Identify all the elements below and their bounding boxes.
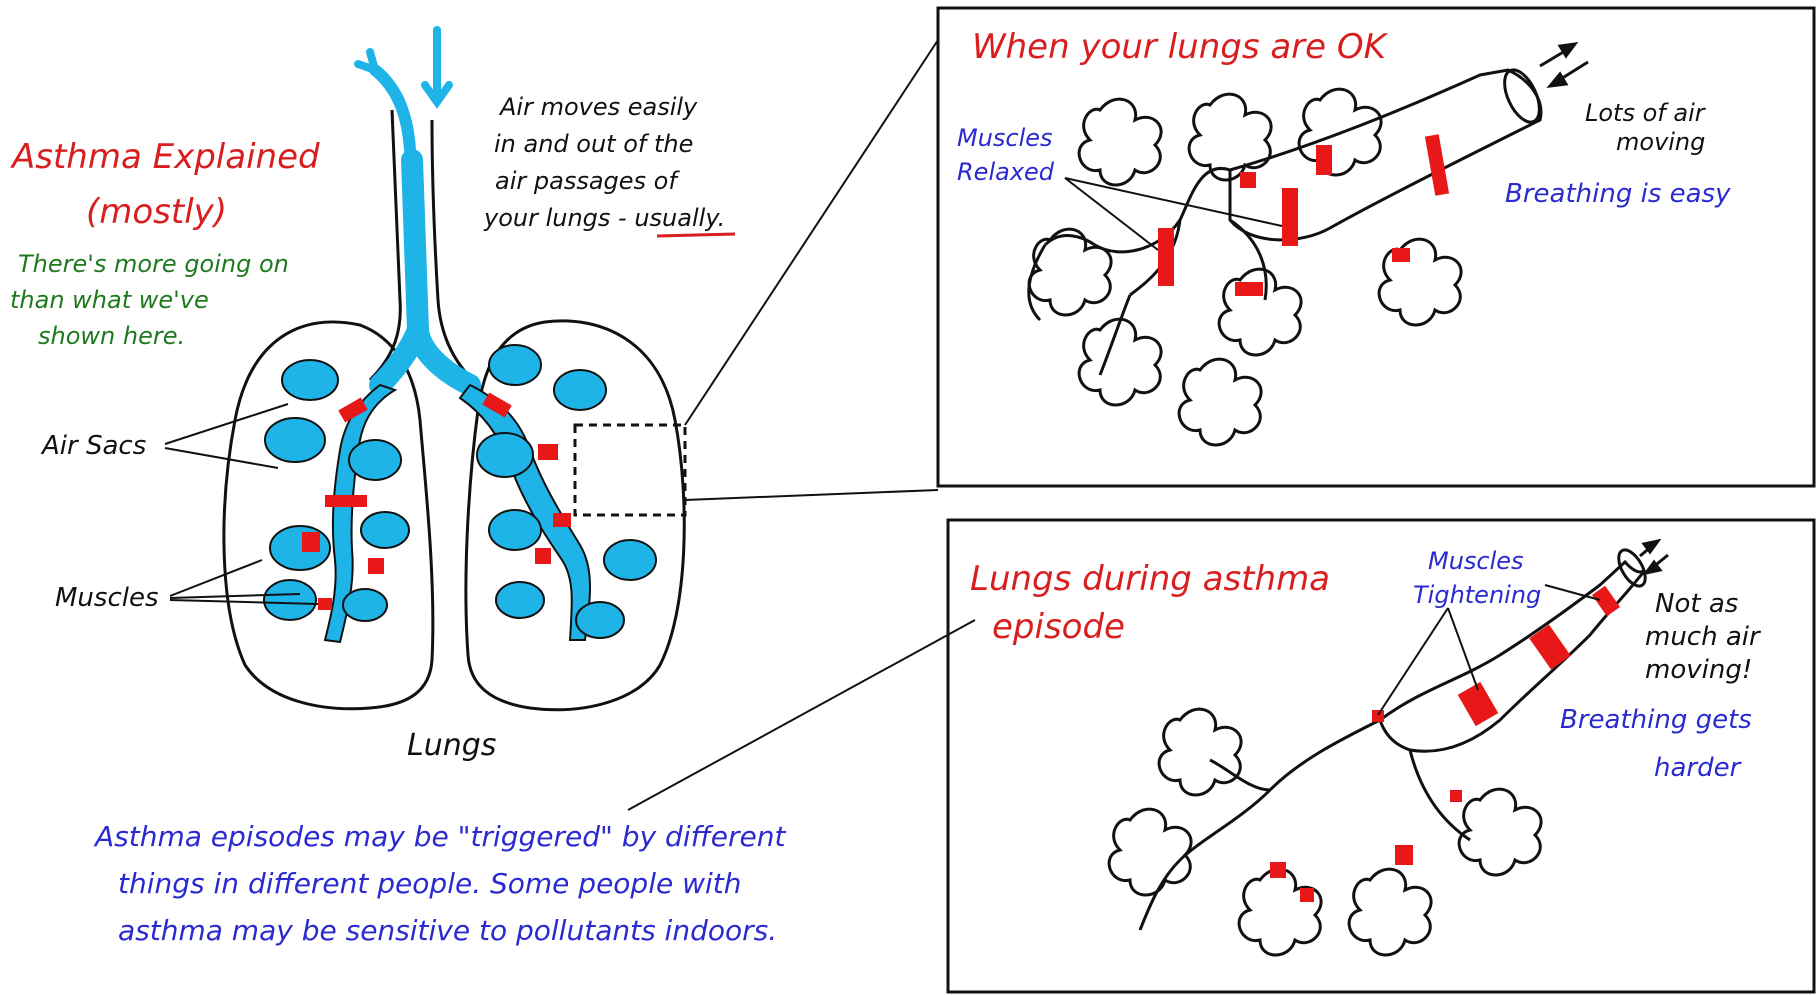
air-note-text: Air moves easily in and out of the air p… [483, 93, 735, 236]
air-note-line4-suffix: . [718, 204, 726, 232]
panel-asthma-air-line3: moving! [1645, 655, 1752, 685]
label-lungs: Lungs [407, 728, 496, 763]
air-note-line3: air passages of [495, 167, 680, 195]
air-note-line2: in and out of the [494, 130, 693, 158]
panel-ok-muscles-line2: Relaxed [957, 158, 1055, 186]
panel-asthma-muscles-line2: Tightening [1413, 581, 1541, 609]
label-air-sacs: Air Sacs [40, 431, 146, 461]
note-line2: than what we've [10, 286, 209, 314]
air-note-line4-prefix: your lungs - [483, 204, 634, 232]
zoom-line-top [685, 40, 938, 425]
air-note-line4: your lungs - usually. [483, 204, 725, 232]
panel-asthma-muscles-line1: Muscles [1428, 547, 1524, 575]
panel-ok-breathing: Breathing is easy [1505, 179, 1731, 209]
note-line3: shown here. [38, 322, 185, 350]
air-out-arrow [358, 52, 375, 70]
note-line1: There's more going on [18, 250, 289, 278]
panel-asthma-air-line2: much air [1645, 622, 1762, 652]
panel-asthma-air-line1: Not as [1655, 589, 1738, 619]
air-in-arrow [425, 30, 449, 102]
asthma-muscle-bands [1270, 586, 1620, 902]
label-muscles: Muscles [55, 583, 159, 613]
panel-asthma-title-line1: Lungs during asthma [970, 559, 1330, 599]
panel-ok-frame [938, 8, 1814, 486]
panel-ok-muscles-line1: Muscles [957, 124, 1053, 152]
usually-underline [657, 234, 735, 236]
trachea-air [380, 160, 470, 385]
triggers-line2: things in different people. Some people … [118, 867, 742, 900]
triggers-line1: Asthma episodes may be "triggered" by di… [93, 820, 787, 853]
title-line1: Asthma Explained [10, 137, 320, 177]
title-text: Asthma Explained (mostly) [10, 137, 320, 232]
air-note-emphasis: usually [634, 204, 720, 232]
triggers-text: Asthma episodes may be "triggered" by di… [93, 820, 787, 947]
asthma-airway [1109, 546, 1651, 955]
zoom-box [575, 425, 685, 515]
note-text: There's more going on than what we've sh… [10, 250, 289, 350]
triggers-line3: asthma may be sensitive to pollutants in… [118, 914, 777, 947]
air-note-line1: Air moves easily [498, 93, 698, 121]
panel-asthma-title-line2: episode [992, 607, 1125, 647]
panel-ok-title: When your lungs are OK [972, 27, 1389, 67]
title-line2: (mostly) [86, 192, 227, 232]
ok-air-arrows [1540, 44, 1588, 86]
panel-asthma-breathing-line1: Breathing gets [1560, 705, 1752, 735]
ok-airway [1029, 65, 1547, 445]
panel-asthma-breathing-line2: harder [1654, 753, 1743, 783]
right-bronchial-tree [460, 345, 656, 640]
panel-ok-air-line1: Lots of air [1585, 99, 1707, 127]
zoom-line-bottom [685, 490, 938, 500]
trigger-leader-line [628, 620, 975, 810]
ok-muscle-bands [1158, 134, 1449, 296]
panel-ok-air-line2: moving [1616, 128, 1705, 156]
